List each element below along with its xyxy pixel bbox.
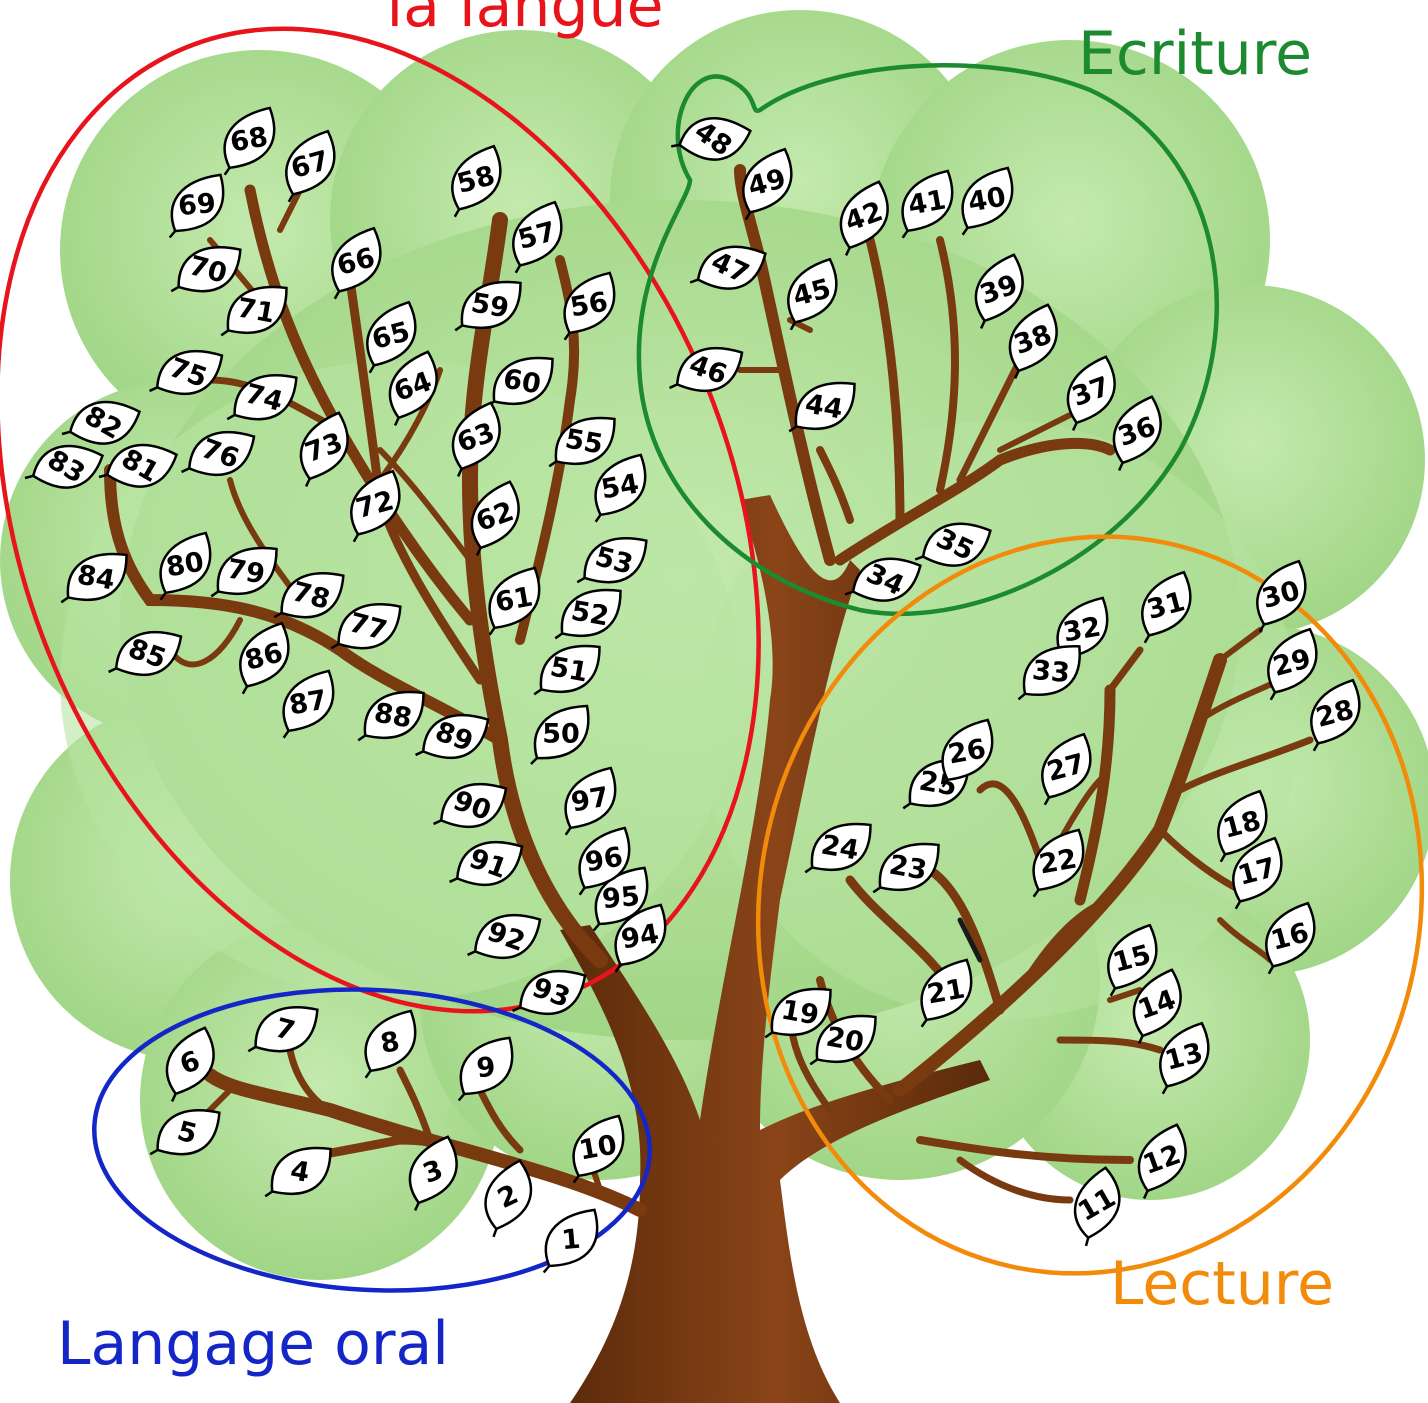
leaf-number: 71 [235,292,277,329]
leaf-stem [491,1229,499,1237]
leaf-number: 97 [569,781,611,818]
leaf-number: 80 [164,546,206,583]
leaf-number: 23 [887,849,929,886]
leaf-number: 1 [560,1224,581,1257]
leaf-number: 51 [548,651,590,688]
leaf-number: 69 [177,188,217,222]
leaf-number: 61 [493,581,535,618]
group-title-lecture: Lecture [1110,1249,1334,1319]
leaf-number: 9 [475,1052,496,1085]
group-title-ecriture: Ecriture [1078,19,1312,89]
leaf-number: 87 [287,684,329,721]
leaf-number: 55 [563,423,605,460]
leaf-1: 1 [539,1210,601,1273]
leaf-number: 22 [1037,843,1079,880]
leaf-number: 10 [577,1129,619,1166]
leaf-number: 40 [966,181,1008,218]
leaf-number: 52 [569,595,611,632]
leaf-number: 95 [601,881,641,915]
leaf-number: 88 [372,697,414,734]
leaf-number: 44 [803,388,845,425]
group-title-oral: Langage oral [57,1309,449,1379]
leaf-number: 68 [228,121,270,158]
leaf-number: 19 [779,994,821,1031]
group-title-langue: la langue [386,0,663,41]
leaf-number: 20 [824,1021,866,1058]
leaf-number: 50 [542,719,580,750]
leaf-number: 21 [925,973,967,1010]
leaf-number: 96 [583,841,625,878]
leaf-number: 59 [469,287,511,324]
leaf-number: 84 [75,559,117,596]
leaf-stem [1083,1238,1091,1246]
leaf-number: 24 [819,829,861,866]
leaf-number: 54 [599,468,641,505]
leaf-number: 41 [906,184,948,221]
leaf-number: 26 [946,733,988,770]
leaf-number: 60 [501,363,543,400]
leaf-number: 94 [619,918,661,955]
leaf-number: 79 [225,553,267,590]
leaf-number: 56 [568,286,610,323]
leaf-number: 33 [1031,655,1071,689]
leaf-number: 32 [1061,611,1103,648]
